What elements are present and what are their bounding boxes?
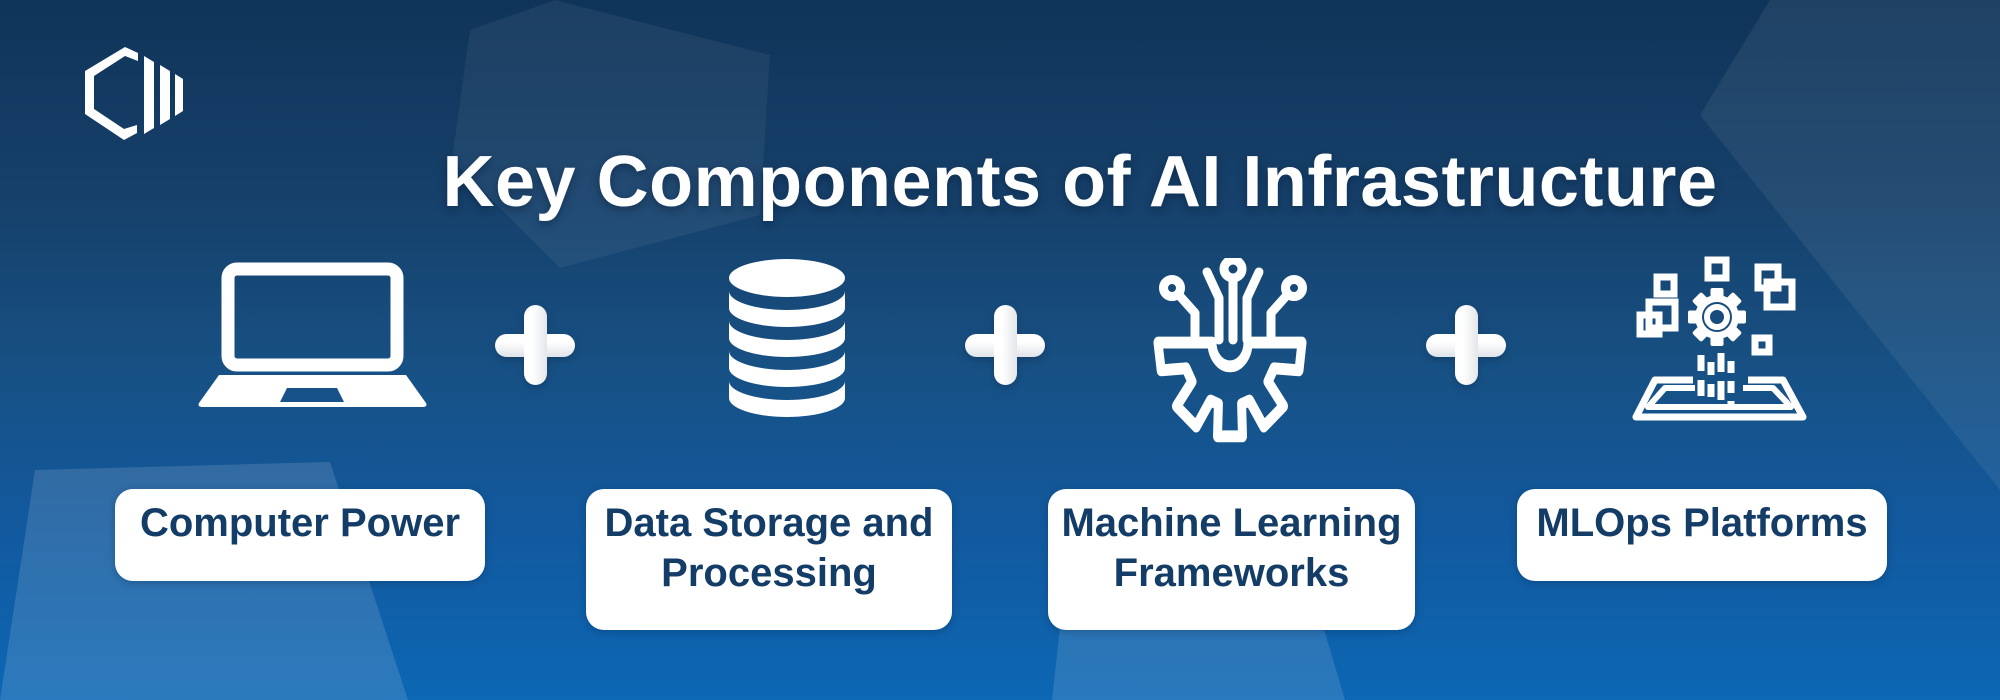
database-icon <box>726 258 848 420</box>
page-title: Key Components of AI Infrastructure <box>442 142 1718 223</box>
mlops-platform-icon <box>1618 238 1818 438</box>
plus-sign <box>965 305 1045 385</box>
plus-sign <box>1426 305 1506 385</box>
plus-sign <box>495 305 575 385</box>
label-card-data-storage: Data Storage and Processing <box>586 489 952 630</box>
label-card-computer-power: Computer Power <box>115 489 485 581</box>
component-label: MLOps Platforms <box>1536 501 1868 545</box>
laptop-icon <box>195 262 430 412</box>
label-card-ml-frameworks: Machine Learning Frameworks <box>1048 489 1415 630</box>
hexagon-bars-logo-icon <box>85 47 183 140</box>
ml-gear-circuit-icon <box>1152 258 1308 453</box>
label-card-mlops-platforms: MLOps Platforms <box>1517 489 1887 581</box>
component-label: Machine Learning Frameworks <box>1061 501 1402 595</box>
component-label: Data Storage and Processing <box>604 501 934 595</box>
component-label: Computer Power <box>139 501 461 545</box>
